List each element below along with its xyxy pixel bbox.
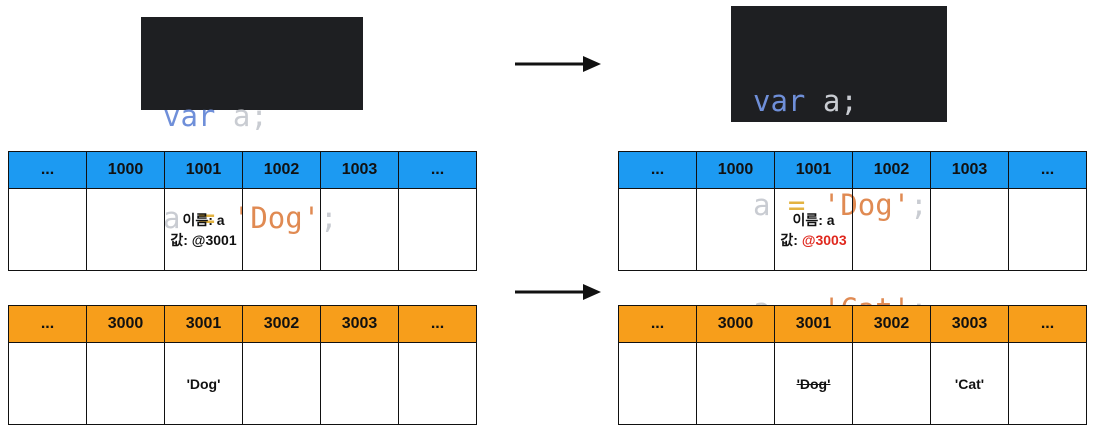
address-header-cell: 1002 <box>242 151 321 189</box>
address-header-row: ... 1000 1001 1002 1003 ... <box>618 151 1087 189</box>
address-header-cell: 1001 <box>164 151 243 189</box>
address-header-row: ... 3000 3001 3002 3003 ... <box>618 305 1087 343</box>
memory-cell <box>242 342 321 425</box>
memory-cell <box>398 342 477 425</box>
memory-content-row: 이름: a 값: @3001 <box>8 188 477 271</box>
memory-content-row: 'Dog' 'Cat' <box>618 342 1087 425</box>
memory-cell <box>618 188 697 271</box>
variable-name: 이름: a <box>792 211 835 228</box>
memory-cell <box>930 188 1009 271</box>
memory-cell <box>852 342 931 425</box>
garbage-value: 'Dog' <box>796 375 831 392</box>
variable-name: 이름: a <box>182 211 225 228</box>
changed-address: @3003 <box>801 231 847 248</box>
memory-cell <box>8 188 87 271</box>
code-line-1: var a; <box>753 84 858 118</box>
variable-memory-table-before: ... 1000 1001 1002 1003 ... 이름: a 값: @30… <box>8 151 477 271</box>
memory-cell <box>8 342 87 425</box>
address-header-cell: ... <box>1008 151 1087 189</box>
address-header-cell: 3003 <box>930 305 1009 343</box>
data-memory-table-after: ... 3000 3001 3002 3003 ... 'Dog' 'Cat' <box>618 305 1087 425</box>
address-header-cell: ... <box>398 151 477 189</box>
address-header-cell: ... <box>618 305 697 343</box>
address-header-cell: ... <box>1008 305 1087 343</box>
memory-cell-1001: 이름: a 값: @3001 <box>164 188 243 271</box>
address-header-cell: 1003 <box>930 151 1009 189</box>
memory-content-row: 이름: a 값: @3003 <box>618 188 1087 271</box>
arrow-right-icon <box>515 56 601 72</box>
memory-cell-3003: 'Cat' <box>930 342 1009 425</box>
address-header-cell: 3001 <box>774 305 853 343</box>
value-label: 값: <box>780 231 802 248</box>
address-header-cell: 3000 <box>696 305 775 343</box>
address-header-cell: 3001 <box>164 305 243 343</box>
address-header-cell: 1002 <box>852 151 931 189</box>
memory-cell <box>852 188 931 271</box>
memory-cell <box>86 188 165 271</box>
memory-cell-3001: 'Dog' <box>774 342 853 425</box>
memory-cell <box>86 342 165 425</box>
memory-cell <box>320 188 399 271</box>
address-header-cell: ... <box>8 151 87 189</box>
address-header-cell: 1001 <box>774 151 853 189</box>
address-header-cell: 1000 <box>86 151 165 189</box>
address-header-cell: ... <box>398 305 477 343</box>
memory-cell-1001: 이름: a 값: @3003 <box>774 188 853 271</box>
memory-cell <box>398 188 477 271</box>
address-header-cell: 1000 <box>696 151 775 189</box>
memory-cell <box>1008 342 1087 425</box>
memory-cell <box>618 342 697 425</box>
memory-cell <box>696 188 775 271</box>
address-header-row: ... 3000 3001 3002 3003 ... <box>8 305 477 343</box>
code-line-1: var a; <box>163 99 268 133</box>
memory-cell-3001: 'Dog' <box>164 342 243 425</box>
address-header-cell: ... <box>618 151 697 189</box>
variable-memory-table-after: ... 1000 1001 1002 1003 ... 이름: a 값: @30… <box>618 151 1087 271</box>
code-block-after: var a; a = 'Dog'; a = 'Cat'; <box>731 6 947 326</box>
address-header-cell: 3002 <box>242 305 321 343</box>
memory-cell <box>696 342 775 425</box>
address-header-cell: 3002 <box>852 305 931 343</box>
memory-cell <box>242 188 321 271</box>
address-header-cell: 3000 <box>86 305 165 343</box>
memory-cell <box>320 342 399 425</box>
address-header-cell: ... <box>8 305 87 343</box>
address-header-row: ... 1000 1001 1002 1003 ... <box>8 151 477 189</box>
memory-content-row: 'Dog' <box>8 342 477 425</box>
address-header-cell: 3003 <box>320 305 399 343</box>
variable-value: 값: @3001 <box>170 231 237 248</box>
code-block-before: var a; a = 'Dog'; <box>141 17 363 235</box>
address-header-cell: 1003 <box>320 151 399 189</box>
arrow-right-icon <box>515 284 601 300</box>
memory-cell <box>1008 188 1087 271</box>
data-memory-table-before: ... 3000 3001 3002 3003 ... 'Dog' <box>8 305 477 425</box>
variable-value: 값: @3003 <box>775 230 852 250</box>
